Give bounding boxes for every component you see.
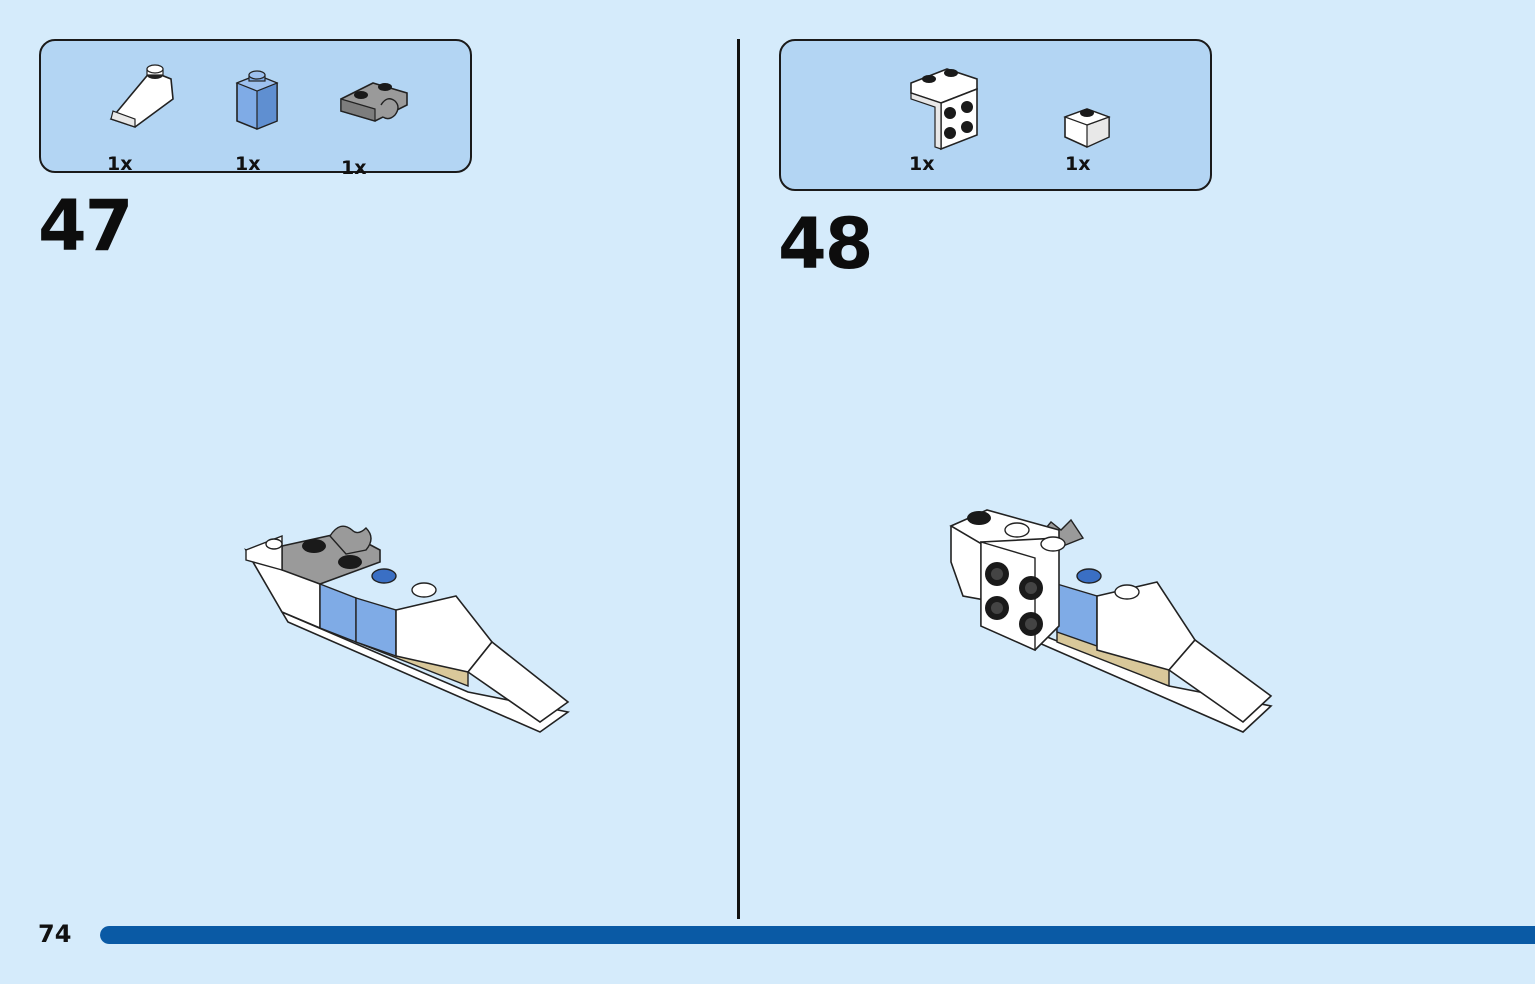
part-qty: 1x	[107, 153, 133, 175]
white-slope-brick-icon: 1x	[103, 61, 193, 175]
progress-bar	[100, 926, 1535, 944]
gray-clip-plate-icon: 1x	[337, 65, 427, 179]
step-47-model-illustration	[244, 525, 570, 733]
step-number-47: 47	[38, 185, 133, 267]
part-qty: 1x	[909, 153, 935, 175]
blue-1x1-brick-icon: 1x	[231, 61, 321, 175]
step-48-model-illustration	[949, 509, 1273, 733]
progress-bar-fill	[100, 926, 1535, 944]
part-qty: 1x	[235, 153, 261, 175]
page-number: 74	[38, 920, 72, 948]
white-bracket-plate-icon: 1x	[905, 61, 995, 175]
parts-box-step-48: 1x 1x	[779, 39, 1212, 191]
part-qty: 1x	[1065, 153, 1091, 175]
step-divider	[737, 39, 740, 919]
parts-box-step-47: 1x 1x 1x	[39, 39, 472, 179]
part-qty: 1x	[341, 157, 367, 179]
white-1x1-brick-icon: 1x	[1061, 61, 1151, 175]
step-number-48: 48	[778, 203, 873, 285]
